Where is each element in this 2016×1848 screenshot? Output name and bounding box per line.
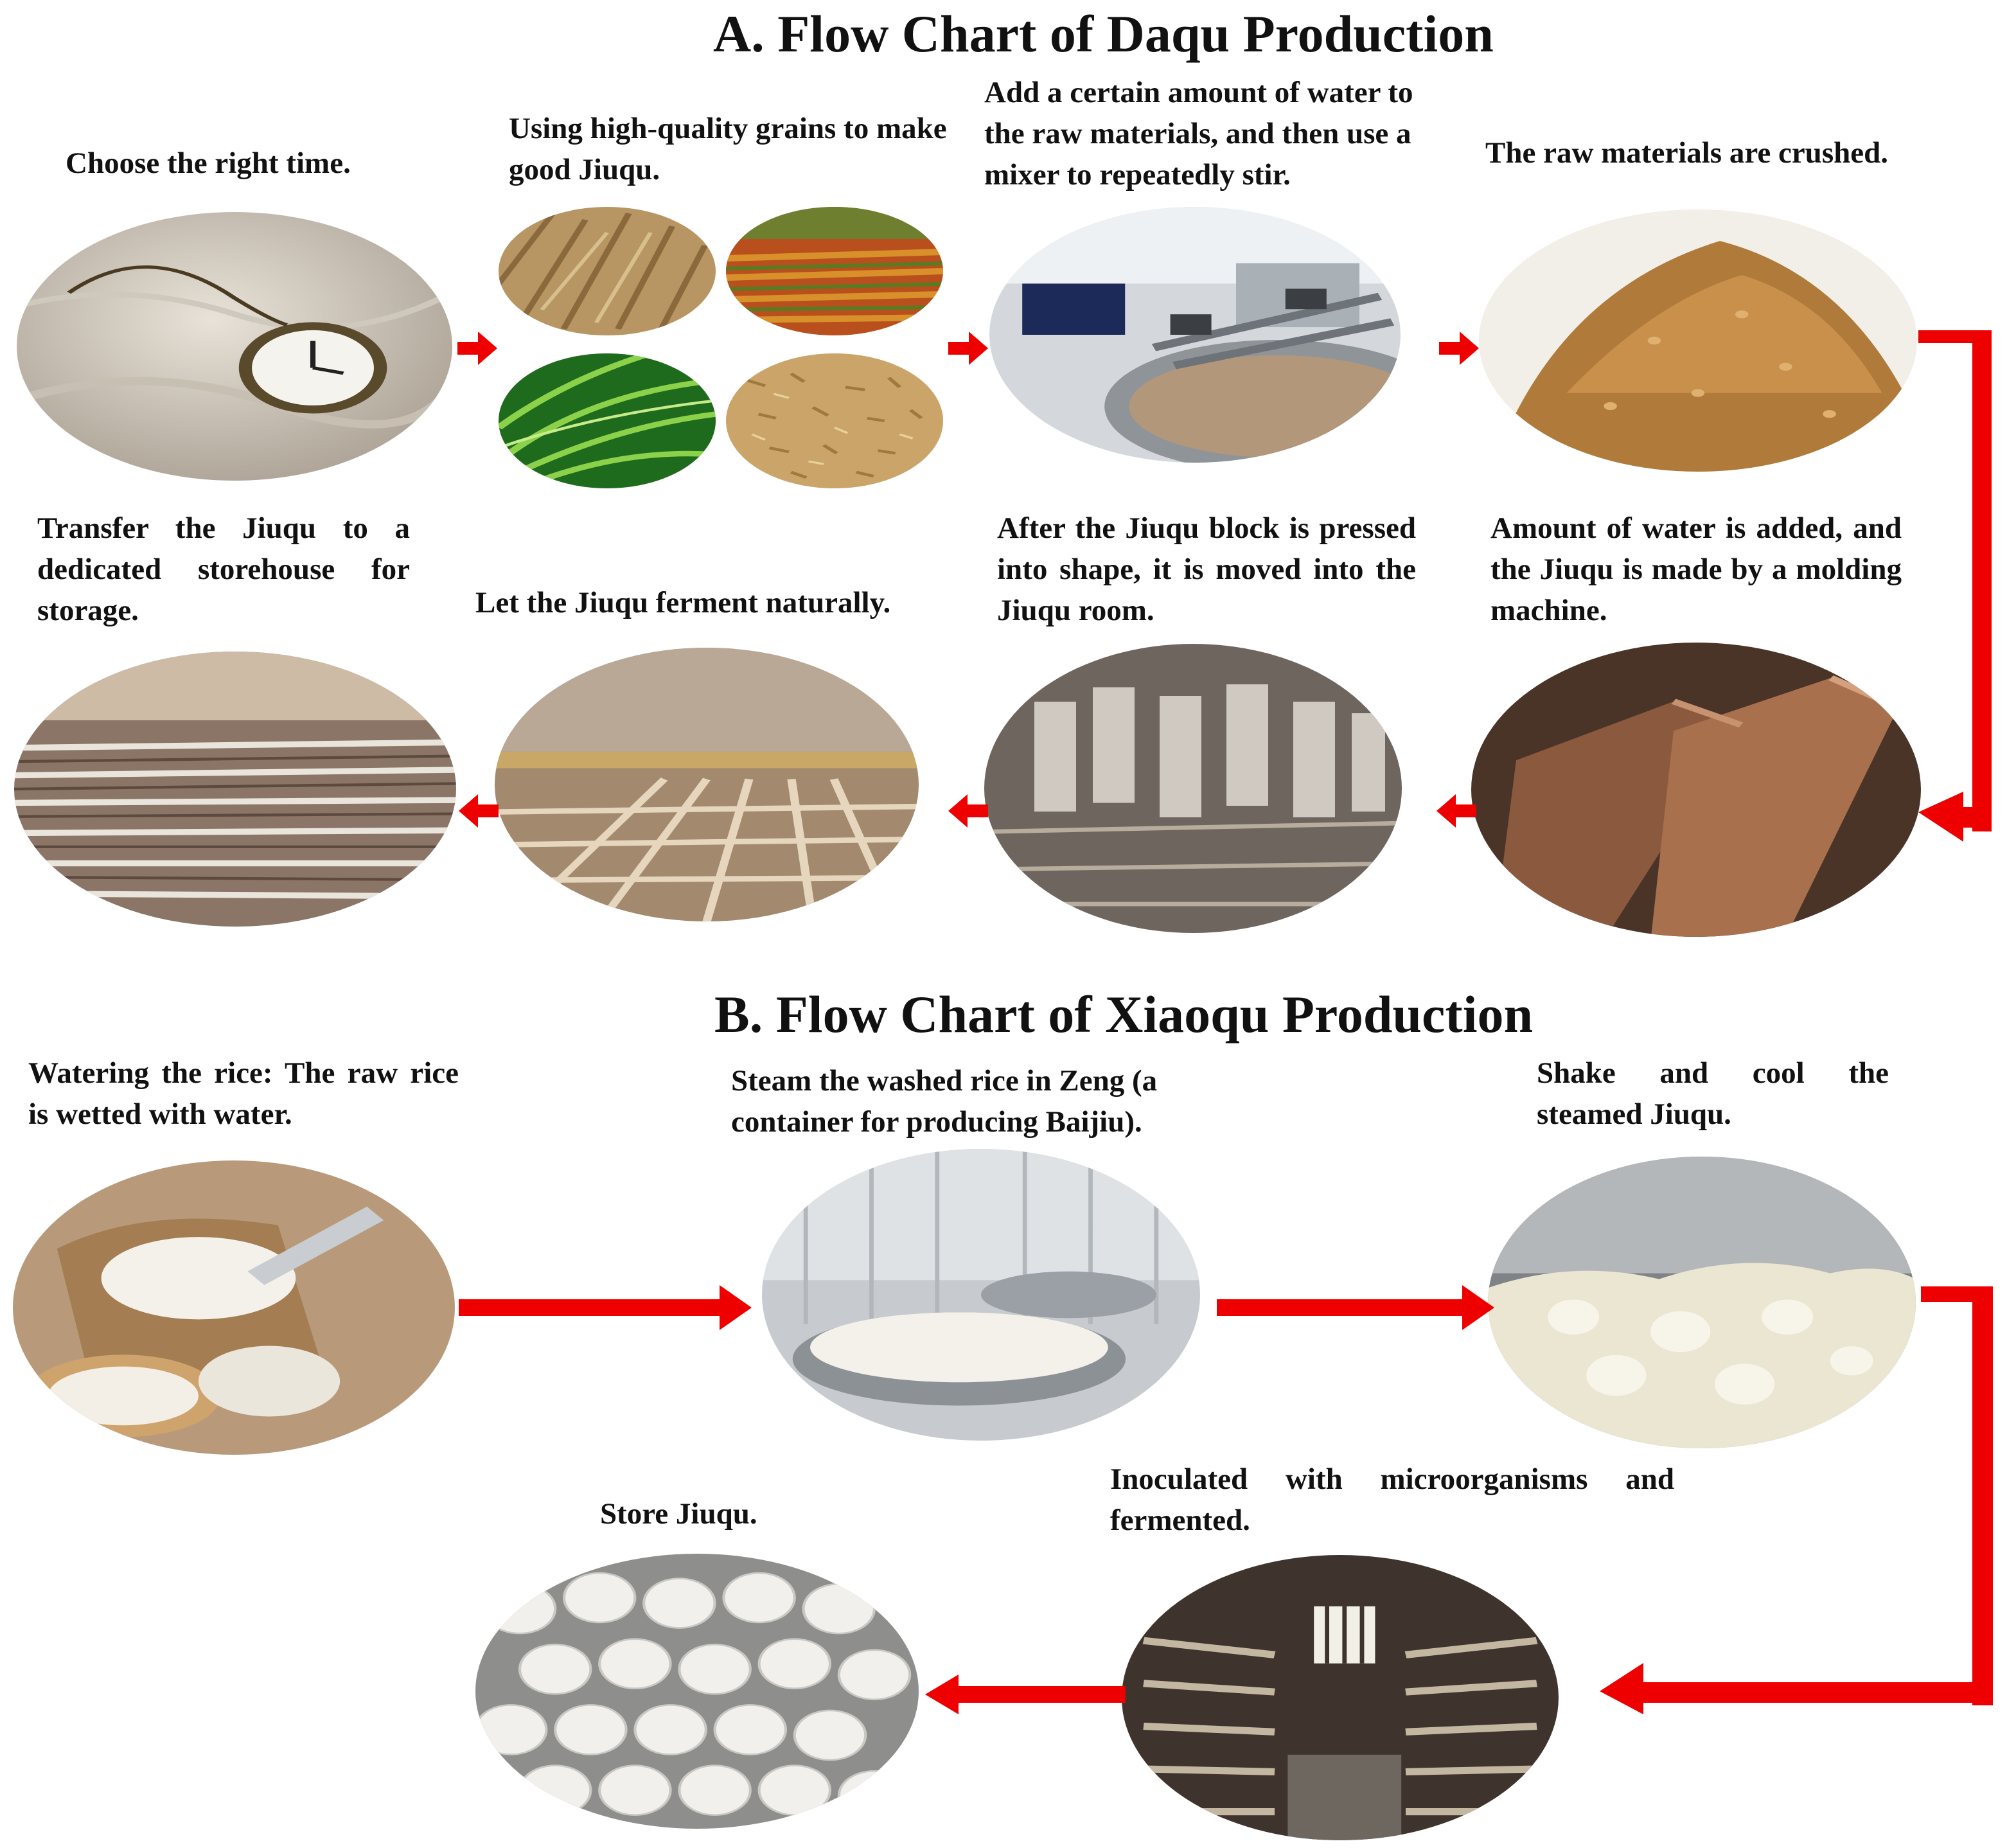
wheat-grain-image (499, 207, 716, 335)
arrow-left-long-icon (925, 1675, 1126, 1714)
stacked-jiuqu-blocks-image (984, 644, 1402, 933)
pocket-watch-in-sand-image (17, 212, 452, 481)
daqu-title: A. Flow Chart of Daqu Production (713, 4, 1494, 63)
xiaoqu-step-3-label: Shake and cool the steamed Jiuqu. (1537, 1056, 1889, 1131)
arrow-right-long-icon (1217, 1285, 1494, 1330)
arrow-left-icon (948, 794, 988, 828)
storehouse-blocks-image (14, 652, 456, 927)
rice-in-sack-image (13, 1160, 455, 1455)
arrow-left-icon (1437, 794, 1476, 828)
rice-husk-grains-image (726, 353, 943, 488)
arrow-left-icon (459, 794, 499, 828)
steaming-zeng-image (762, 1149, 1200, 1441)
daqu-step-8-label: Transfer the Jiuqu to a dedicated storeh… (37, 511, 410, 627)
arrow-right-long-icon (459, 1285, 752, 1330)
arrow-right-icon (457, 332, 497, 365)
steamed-rice-cooling-image (1488, 1157, 1916, 1448)
xiaoqu-title: B. Flow Chart of Xiaoqu Production (714, 985, 1534, 1044)
sorghum-field-image (726, 207, 943, 335)
connector-arrow-down-left-icon (1918, 330, 1995, 842)
arrow-right-icon (1439, 332, 1479, 365)
daqu-step-2-label: Using high-quality grains to make good J… (509, 112, 947, 186)
daqu-step-3-label: Add a certain amount of water to the raw… (984, 76, 1413, 191)
xiaoqu-step-4-label: Inoculated with microorganisms and ferme… (1110, 1462, 1674, 1537)
industrial-mixers-image (989, 207, 1401, 463)
xiaoqu-step-5-label: Store Jiuqu. (600, 1497, 757, 1531)
daqu-step-6-label: After the Jiuqu block is pressed into sh… (997, 511, 1416, 627)
green-rice-plants-image (499, 353, 716, 488)
daqu-step-1-label: Choose the right time. (66, 147, 351, 180)
fermentation-room-straw-image (495, 648, 919, 921)
fermentation-shelves-room-image (1122, 1555, 1559, 1840)
daqu-step-7-label: Let the Jiuqu ferment naturally. (475, 586, 891, 619)
daqu-step-4-label: The raw materials are crushed. (1485, 136, 1888, 170)
xiaoqu-step-2-label: Steam the washed rice in Zeng (a contain… (731, 1064, 1158, 1139)
molded-jiuqu-blocks-image (1471, 643, 1921, 937)
daqu-step-5-label: Amount of water is added, and the Jiuqu … (1490, 511, 1902, 627)
connector-arrow-down-left-icon (1600, 1286, 1995, 1714)
arrow-right-icon (948, 332, 988, 365)
white-jiuqu-balls-image (475, 1554, 919, 1829)
xiaoqu-step-1-label: Watering the rice: The raw rice is wette… (28, 1056, 459, 1131)
crushed-grain-pile-image (1479, 209, 1917, 472)
